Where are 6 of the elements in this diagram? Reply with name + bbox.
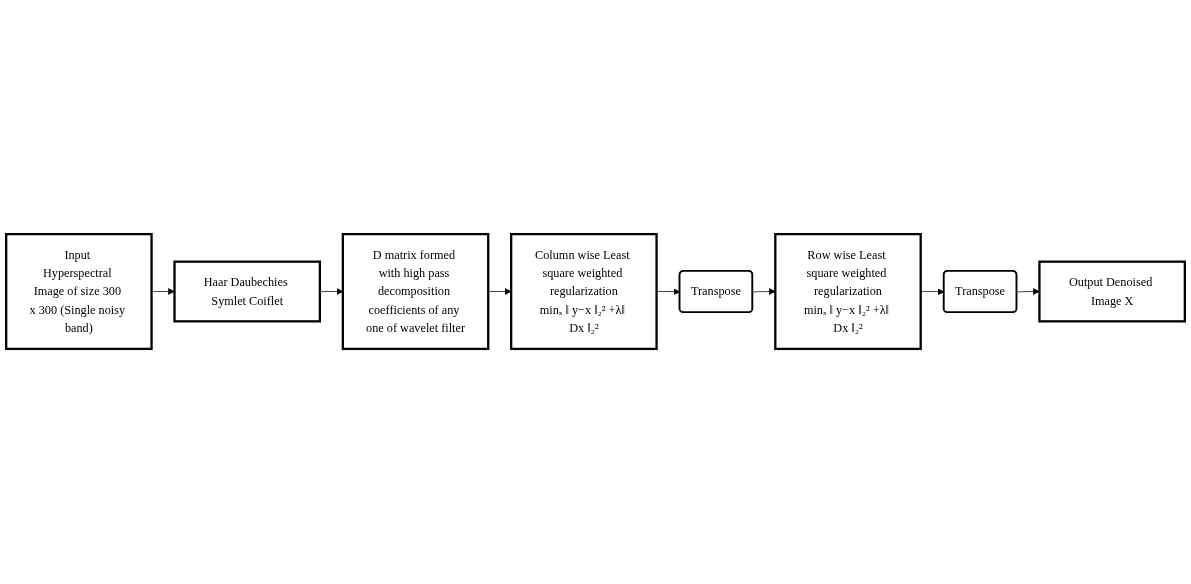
node-box: Output Denoised Image X — [1038, 261, 1186, 323]
node-box: Input Hyperspectral Image of size 300 x 300 (Single noisy band) — [5, 233, 153, 351]
node-box: Column wise Least square weighted regularization minₓ ‖ y−x ‖₂² +λ‖ Dx ‖₂² — [510, 233, 658, 351]
node-box: Haar Daubechies Symlet Coiflet — [173, 261, 322, 323]
node-box: D matrix formed with high pass decomposition coefficients of any one of wavelet filter — [341, 233, 490, 351]
node-box: Row wise Least square weighted regularization minₓ ‖ y−x ‖₂² +λ‖ Dx ‖₂² — [774, 233, 922, 351]
